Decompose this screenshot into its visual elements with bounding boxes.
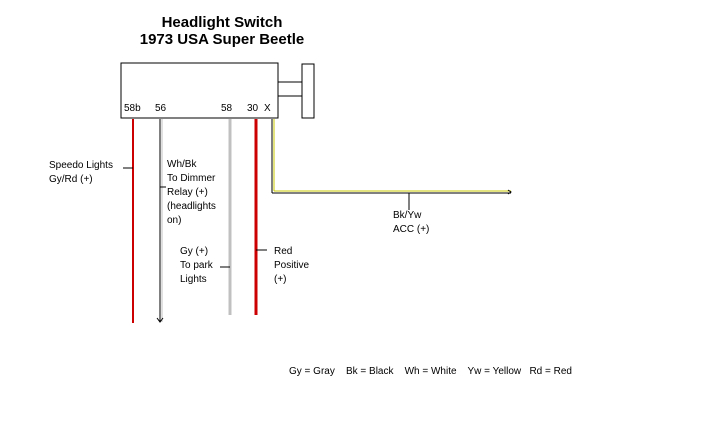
pin-label-30: 30 (247, 103, 259, 114)
label-56: Wh/Bk To Dimmer Relay (+) (headlights on… (167, 159, 216, 226)
switch-body (120, 62, 279, 119)
color-legend: Gy = Gray Bk = Black Wh = White Yw = Yel… (289, 366, 572, 377)
title-line-2: 1973 USA Super Beetle (139, 31, 305, 48)
label-x: Bk/Yw ACC (+) (393, 210, 430, 235)
pin-label-x: X (264, 103, 271, 114)
switch-knob (301, 63, 315, 119)
diagram-title: Headlight Switch 1973 USA Super Beetle (120, 14, 324, 48)
wire-56-end (156, 317, 164, 323)
label-58b: Speedo Lights Gy/Rd (+) (49, 160, 113, 185)
label-30: Red Positive (+) (274, 246, 310, 285)
pin-label-58b: 58b (124, 103, 141, 114)
pin-label-56: 56 (155, 103, 167, 114)
title-line-1: Headlight Switch (161, 14, 283, 31)
switch-knob-shaft (277, 81, 303, 97)
label-58: Gy (+) To park Lights (180, 246, 213, 285)
pin-label-58: 58 (221, 103, 233, 114)
wire-x-end (507, 189, 512, 195)
